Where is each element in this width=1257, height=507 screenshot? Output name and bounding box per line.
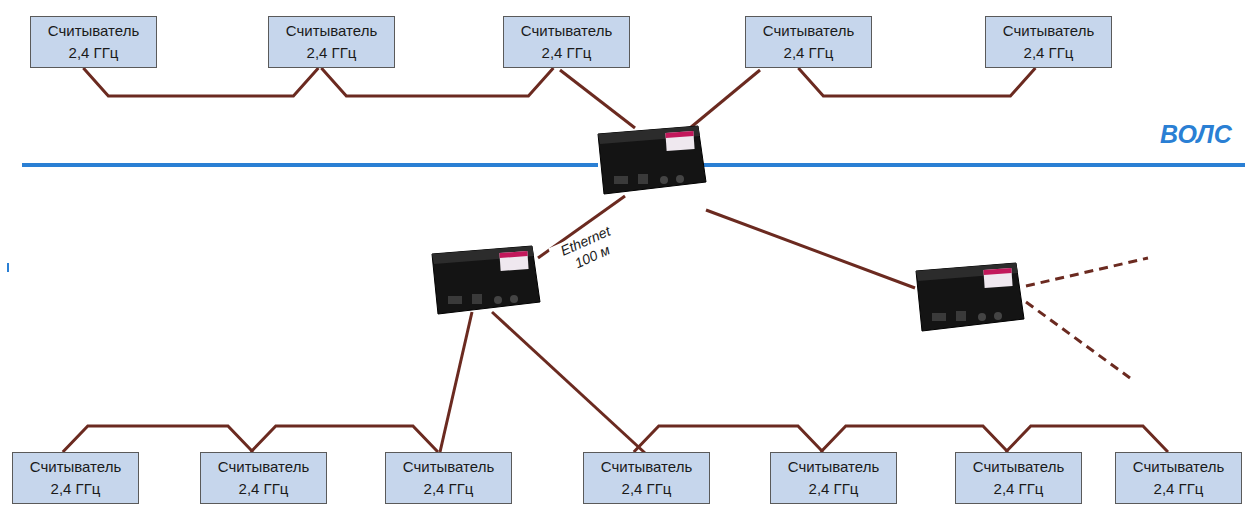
- cable-link: [634, 426, 823, 452]
- reader-label: Считыватель 2,4 ГГц: [759, 20, 859, 64]
- cable-link: [821, 426, 1008, 452]
- reader-box: Считыватель 2,4 ГГц: [955, 452, 1082, 504]
- device-wires: [440, 70, 1148, 453]
- reader-label: Считыватель 2,4 ГГц: [784, 456, 884, 500]
- cable-link: [798, 68, 1035, 96]
- network-type-label: ВОЛС: [1160, 120, 1232, 149]
- reader-box: Считыватель 2,4 ГГц: [503, 16, 630, 68]
- cable-link: [1006, 426, 1168, 452]
- reader-box: Считыватель 2,4 ГГц: [268, 16, 395, 68]
- reader-box: Считыватель 2,4 ГГц: [1115, 452, 1242, 504]
- reader-box: Считыватель 2,4 ГГц: [745, 16, 872, 68]
- reader-label: Считыватель 2,4 ГГц: [44, 20, 144, 64]
- cable-link: [251, 426, 438, 452]
- cable-link: [83, 68, 318, 96]
- reader-label: Считыватель 2,4 ГГц: [399, 456, 499, 500]
- reader-label: Считыватель 2,4 ГГц: [26, 456, 126, 500]
- reader-box: Считыватель 2,4 ГГц: [12, 452, 139, 504]
- reader-box: Считыватель 2,4 ГГц: [30, 16, 157, 68]
- reader-box: Считыватель 2,4 ГГц: [200, 452, 327, 504]
- network-device: [432, 246, 540, 314]
- reader-label: Считыватель 2,4 ГГц: [214, 456, 314, 500]
- reader-label: Считыватель 2,4 ГГц: [517, 20, 617, 64]
- cable-link: [321, 68, 553, 96]
- reader-label: Считыватель 2,4 ГГц: [969, 456, 1069, 500]
- reader-box: Считыватель 2,4 ГГц: [583, 452, 710, 504]
- stray-mark: [7, 263, 9, 272]
- reader-box: Считыватель 2,4 ГГц: [985, 16, 1112, 68]
- cable-link: [63, 426, 253, 452]
- reader-label: Считыватель 2,4 ГГц: [282, 20, 382, 64]
- reader-label: Считыватель 2,4 ГГц: [1129, 456, 1229, 500]
- reader-label: Считыватель 2,4 ГГц: [597, 456, 697, 500]
- reader-box: Считыватель 2,4 ГГц: [770, 452, 897, 504]
- link-label: Ethernet 100 м: [548, 218, 629, 279]
- network-device: [916, 263, 1024, 331]
- reader-label: Считыватель 2,4 ГГц: [999, 20, 1099, 64]
- reader-box: Считыватель 2,4 ГГц: [385, 452, 512, 504]
- network-device: [598, 126, 706, 194]
